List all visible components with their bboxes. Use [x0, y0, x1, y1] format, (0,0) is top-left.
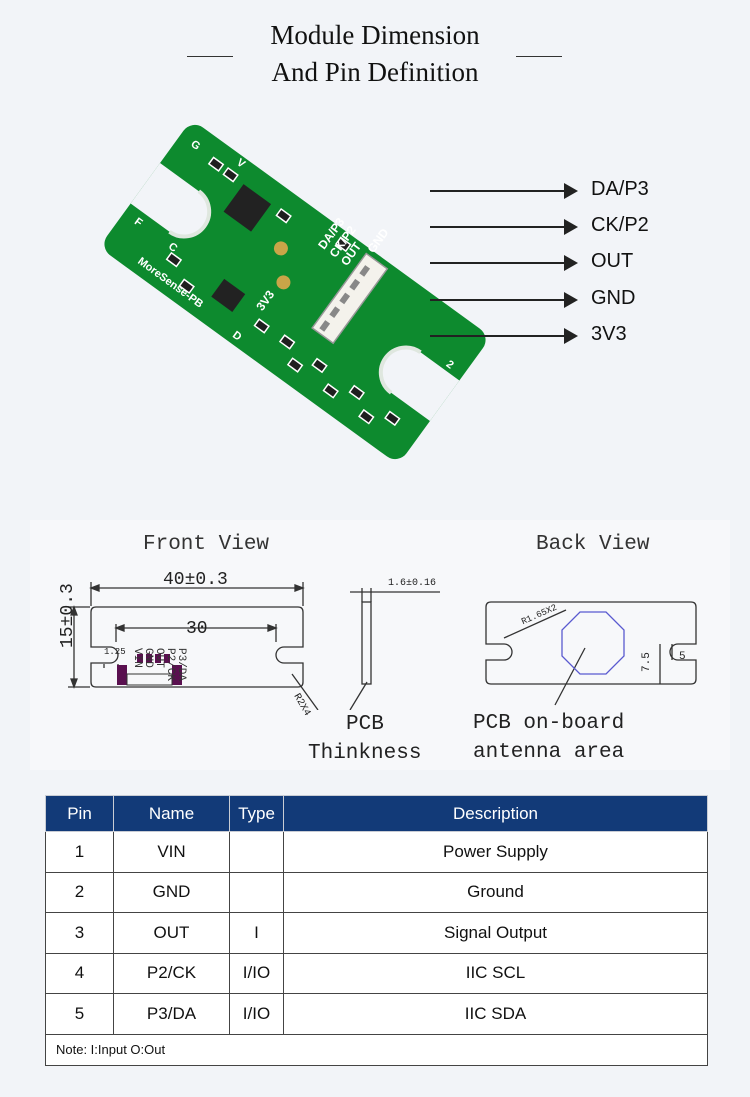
- cell-type: I: [229, 912, 284, 954]
- arrow-line: [430, 226, 566, 228]
- arrow-line: [430, 190, 566, 192]
- pin-label: CK/P2: [591, 214, 649, 236]
- title-rule-left: [187, 56, 233, 57]
- cell-description: Ground: [283, 871, 708, 913]
- back-caption-line1: PCB on-board: [473, 712, 625, 735]
- front-width-dim: 40±0.3: [163, 570, 228, 590]
- table-row: 5 P3/DA I/IO IIC SDA: [45, 993, 708, 1035]
- header-name: Name: [113, 795, 230, 832]
- front-small-dim: 1.25: [104, 647, 126, 657]
- side-caption-line2: Thinkness: [308, 742, 422, 765]
- side-caption-line1: PCB: [346, 713, 384, 736]
- cell-type: I/IO: [229, 952, 284, 994]
- silk-label-gnd: GND: [365, 225, 392, 255]
- page-title-line2: And Pin Definition: [271, 57, 479, 87]
- pin-arrow-row: GND: [430, 287, 660, 311]
- table-note: Note: I:Input O:Out: [45, 1033, 708, 1066]
- table-row: 2 GND Ground: [45, 871, 708, 913]
- title-rule-right: [516, 56, 562, 57]
- pin-arrow-row: 3V3: [430, 323, 660, 347]
- table-row: 4 P2/CK I/IO IIC SCL: [45, 952, 708, 994]
- pin-label: 3V3: [591, 323, 627, 345]
- front-pin-label: GND: [142, 648, 154, 668]
- table-note-row: Note: I:Input O:Out: [45, 1033, 708, 1066]
- pad-left: [117, 665, 127, 685]
- front-pin-labels: P3/DA P2/CK OUT GND VIN: [131, 648, 187, 682]
- cell-type: [229, 831, 284, 873]
- cell-type: I/IO: [229, 993, 284, 1035]
- cell-name: OUT: [113, 912, 230, 954]
- cell-description: Signal Output: [283, 912, 708, 954]
- header-description: Description: [283, 795, 708, 832]
- arrow-head-icon: [564, 328, 578, 344]
- cell-name: P3/DA: [113, 993, 230, 1035]
- cell-name: GND: [113, 871, 230, 913]
- arrow-line: [430, 335, 566, 337]
- cell-description: Power Supply: [283, 831, 708, 873]
- test-pad-2: [276, 275, 291, 290]
- cell-description: IIC SCL: [283, 952, 708, 994]
- right-mounting-notch: [380, 347, 460, 421]
- antenna-area-outline: [561, 611, 625, 675]
- pcb-board-illustration: DA/P3 CK/P2 OUT GND 3V3 MoreSense-PB G V…: [104, 124, 486, 460]
- ic-chip: [223, 184, 272, 232]
- front-pin-label: VIN: [131, 648, 143, 668]
- side-thickness-dim: 1.6±0.16: [388, 578, 437, 589]
- arrow-head-icon: [564, 183, 578, 199]
- header-pin: Pin: [45, 795, 114, 832]
- front-pin-label: P3/DA: [175, 648, 187, 682]
- pin-definition-table: Pin Name Type Description 1 VIN Power Su…: [45, 795, 708, 1066]
- cell-name: P2/CK: [113, 952, 230, 994]
- pad-right: [172, 665, 182, 685]
- arrow-line: [430, 262, 566, 264]
- cell-pin: 1: [45, 831, 114, 873]
- header-type: Type: [229, 795, 284, 832]
- table-row: 3 OUT I Signal Output: [45, 912, 708, 954]
- test-pad-1: [273, 241, 288, 256]
- arrow-line: [430, 299, 566, 301]
- arrow-head-icon: [564, 255, 578, 271]
- cell-pin: 5: [45, 993, 114, 1035]
- pin-label: OUT: [591, 250, 634, 272]
- ic-chip-small: [211, 278, 246, 312]
- cell-type: [229, 871, 284, 913]
- page-title-line1: Module Dimension: [270, 20, 480, 50]
- dimension-drawings: [68, 582, 697, 710]
- front-view-outline: [90, 606, 304, 688]
- pin-label: DA/P3: [591, 178, 649, 200]
- pin-pads: [137, 654, 170, 663]
- pin-arrow-row: OUT: [430, 250, 660, 274]
- arrow-head-icon: [564, 292, 578, 308]
- title-block: Module Dimension And Pin Definition: [0, 18, 750, 98]
- back-dim-b: 5: [679, 651, 686, 663]
- back-view-outline: [485, 601, 697, 685]
- front-pin-label: P2/CK: [164, 648, 176, 682]
- table-header-row: Pin Name Type Description: [45, 795, 708, 832]
- table-row: 1 VIN Power Supply: [45, 831, 708, 873]
- front-view-title: Front View: [143, 533, 270, 556]
- back-dim-a: 7.5: [641, 652, 653, 672]
- front-pin-label: OUT: [153, 648, 165, 668]
- front-inner-dim: 30: [186, 619, 208, 639]
- back-view-title: Back View: [536, 533, 650, 556]
- front-height-dim: 15±0.3: [58, 583, 78, 648]
- back-caption-line2: antenna area: [473, 741, 625, 764]
- smd-components: [165, 156, 401, 427]
- jst-connector: [311, 252, 389, 345]
- cell-pin: 4: [45, 952, 114, 994]
- pin-arrow-row: DA/P3: [430, 178, 660, 202]
- cell-description: IIC SDA: [283, 993, 708, 1035]
- cell-pin: 2: [45, 871, 114, 913]
- dimension-views-panel: [30, 520, 730, 770]
- connector-pins: [319, 265, 371, 332]
- cell-pin: 3: [45, 912, 114, 954]
- pin-arrow-row: CK/P2: [430, 214, 660, 238]
- pin-label: GND: [591, 287, 636, 309]
- cell-name: VIN: [113, 831, 230, 873]
- left-mounting-notch: [130, 163, 210, 237]
- arrow-head-icon: [564, 219, 578, 235]
